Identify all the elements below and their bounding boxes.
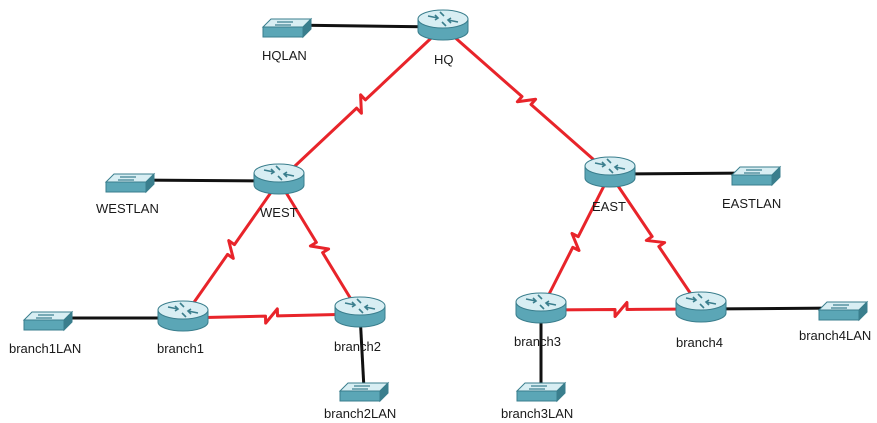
label-east: EAST xyxy=(592,199,626,214)
serial-link-east-branch3[interactable] xyxy=(539,173,612,311)
switch-branch2lan-icon[interactable] xyxy=(338,381,390,403)
label-branch1lan: branch1LAN xyxy=(9,341,82,356)
switch-eastlan-icon[interactable] xyxy=(730,165,782,187)
switch-branch1lan-icon[interactable] xyxy=(22,310,74,332)
label-branch2lan: branch2LAN xyxy=(324,406,397,421)
router-west-icon[interactable] xyxy=(253,163,305,195)
label-branch2: branch2 xyxy=(334,339,381,354)
label-eastlan: EASTLAN xyxy=(722,196,782,211)
label-branch4lan: branch4LAN xyxy=(799,328,872,343)
serial-link-west-branch2[interactable] xyxy=(277,180,362,315)
switch-westlan-icon[interactable] xyxy=(104,172,156,194)
label-branch3lan: branch3LAN xyxy=(501,406,574,421)
router-hq-icon[interactable] xyxy=(417,9,469,41)
serial-link-branch1-branch2[interactable] xyxy=(182,307,361,325)
switch-branch3lan-icon[interactable] xyxy=(515,381,567,403)
serial-link-east-branch4[interactable] xyxy=(608,173,703,310)
label-branch1: branch1 xyxy=(157,341,204,356)
serial-link-hq-west[interactable] xyxy=(277,25,445,183)
ethernet-link-hq-hqlan[interactable] xyxy=(286,23,444,29)
label-branch4: branch4 xyxy=(676,335,723,350)
router-east-icon[interactable] xyxy=(584,156,636,188)
router-branch2-icon[interactable] xyxy=(334,296,386,328)
label-hq: HQ xyxy=(434,52,454,67)
label-hqlan: HQLAN xyxy=(262,48,307,63)
label-branch3: branch3 xyxy=(514,334,561,349)
serial-link-west-branch1[interactable] xyxy=(181,180,281,319)
router-branch1-icon[interactable] xyxy=(157,300,209,332)
serial-link-hq-east[interactable] xyxy=(442,25,611,176)
label-westlan: WESTLAN xyxy=(96,201,159,216)
serial-link-branch3-branch4[interactable] xyxy=(540,300,702,319)
label-west: WEST xyxy=(260,205,298,220)
router-branch4-icon[interactable] xyxy=(675,291,727,323)
switch-branch4lan-icon[interactable] xyxy=(817,300,869,322)
switch-hqlan-icon[interactable] xyxy=(261,17,313,39)
router-branch3-icon[interactable] xyxy=(515,292,567,324)
